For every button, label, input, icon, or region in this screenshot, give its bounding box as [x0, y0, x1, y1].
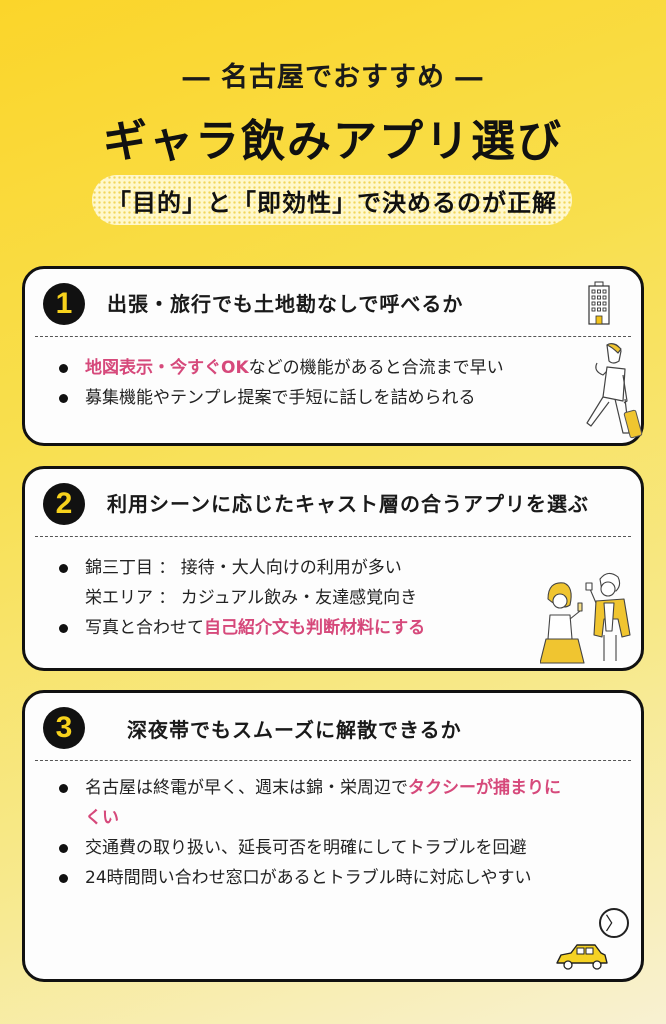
bullet-text: などの機能があると合流まで早い	[248, 358, 504, 378]
bullet-list: 地図表示・今すぐOKなどの機能があると合流まで早い 募集機能やテンプレ提案で手短…	[57, 353, 504, 413]
bullet-list: 名古屋は終電が早く、週末は錦・栄周辺でタクシーが捕まりにくい 交通費の取り扱い、…	[57, 773, 567, 893]
number-badge: 3	[43, 707, 85, 749]
bullet-item: 交通費の取り扱い、延長可否を明確にしてトラブルを回避	[57, 833, 567, 863]
point-card-2: 2 利用シーンに応じたキャスト層の合うアプリを選ぶ 錦三丁目 ： 接待・大人向け…	[22, 466, 644, 671]
chevron-right-icon: 〉	[605, 914, 623, 935]
number-badge: 1	[43, 283, 85, 325]
next-arrow-button[interactable]: 〉	[599, 908, 629, 938]
bullet-item: 錦三丁目 ： 接待・大人向けの利用が多い	[57, 553, 425, 583]
bullet-list: 錦三丁目 ： 接待・大人向けの利用が多い 栄エリア ： カジュアル飲み・友達感覚…	[57, 553, 425, 643]
bullet-item: 名古屋は終電が早く、週末は錦・栄周辺でタクシーが捕まりにくい	[57, 773, 567, 833]
kicker-text: ― 名古屋でおすすめ ―	[182, 62, 484, 93]
bullet-text: 募集機能やテンプレ提案で手短に話しを詰められる	[85, 388, 476, 408]
dashed-divider	[35, 760, 631, 761]
bullet-text: 栄エリア ： カジュアル飲み・友達感覚向き	[85, 588, 418, 608]
card-title: 深夜帯でもスムーズに解散できるか	[127, 718, 462, 742]
bullet-text: 錦三丁目 ： 接待・大人向けの利用が多い	[85, 558, 402, 578]
building-icon	[588, 281, 610, 325]
dashed-divider	[35, 536, 631, 537]
card-title: 出張・旅行でも土地勘なしで呼べるか	[107, 292, 464, 316]
bullet-subitem: 栄エリア ： カジュアル飲み・友達感覚向き	[57, 583, 425, 613]
page-title: ギャラ飲みアプリ選び	[103, 116, 563, 167]
highlight-text: 自己紹介文も判断材料にする	[204, 618, 426, 638]
dashed-divider	[35, 336, 631, 337]
point-card-3: 3 深夜帯でもスムーズに解散できるか 名古屋は終電が早く、週末は錦・栄周辺でタク…	[22, 690, 644, 982]
header: ― 名古屋でおすすめ ― ギャラ飲みアプリ選び 「目的」と「即効性」で決めるのが…	[0, 0, 666, 250]
bullet-text: 24時間問い合わせ窓口があるとトラブル時に対応しやすい	[85, 868, 532, 888]
number-badge: 2	[43, 483, 85, 525]
point-card-1: 1 出張・旅行でも土地勘なしで呼べるか 地図表示・今すぐOKなどの機能があると合…	[22, 266, 644, 446]
subtitle-pill: 「目的」と「即効性」で決めるのが正解	[92, 175, 572, 225]
bullet-item: 募集機能やテンプレ提案で手短に話しを詰められる	[57, 383, 504, 413]
bullet-text: 名古屋は終電が早く、週末は錦・栄周辺で	[85, 778, 408, 798]
toasting-couple-icon	[540, 572, 631, 664]
bullet-item: 写真と合わせて自己紹介文も判断材料にする	[57, 613, 425, 643]
highlight-text: タクシーが捕まりにくい	[85, 778, 561, 828]
bullet-text: 交通費の取り扱い、延長可否を明確にしてトラブルを回避	[85, 838, 527, 858]
taxi-icon	[556, 944, 608, 970]
traveler-icon	[586, 343, 643, 439]
bullet-text: 写真と合わせて	[85, 618, 204, 638]
highlight-text: 地図表示・今すぐOK	[85, 358, 249, 378]
bullet-item: 地図表示・今すぐOKなどの機能があると合流まで早い	[57, 353, 504, 383]
subtitle-text: 「目的」と「即効性」で決めるのが正解	[107, 188, 557, 217]
bullet-item: 24時間問い合わせ窓口があるとトラブル時に対応しやすい	[57, 863, 567, 893]
card-title: 利用シーンに応じたキャスト層の合うアプリを選ぶ	[107, 492, 589, 516]
